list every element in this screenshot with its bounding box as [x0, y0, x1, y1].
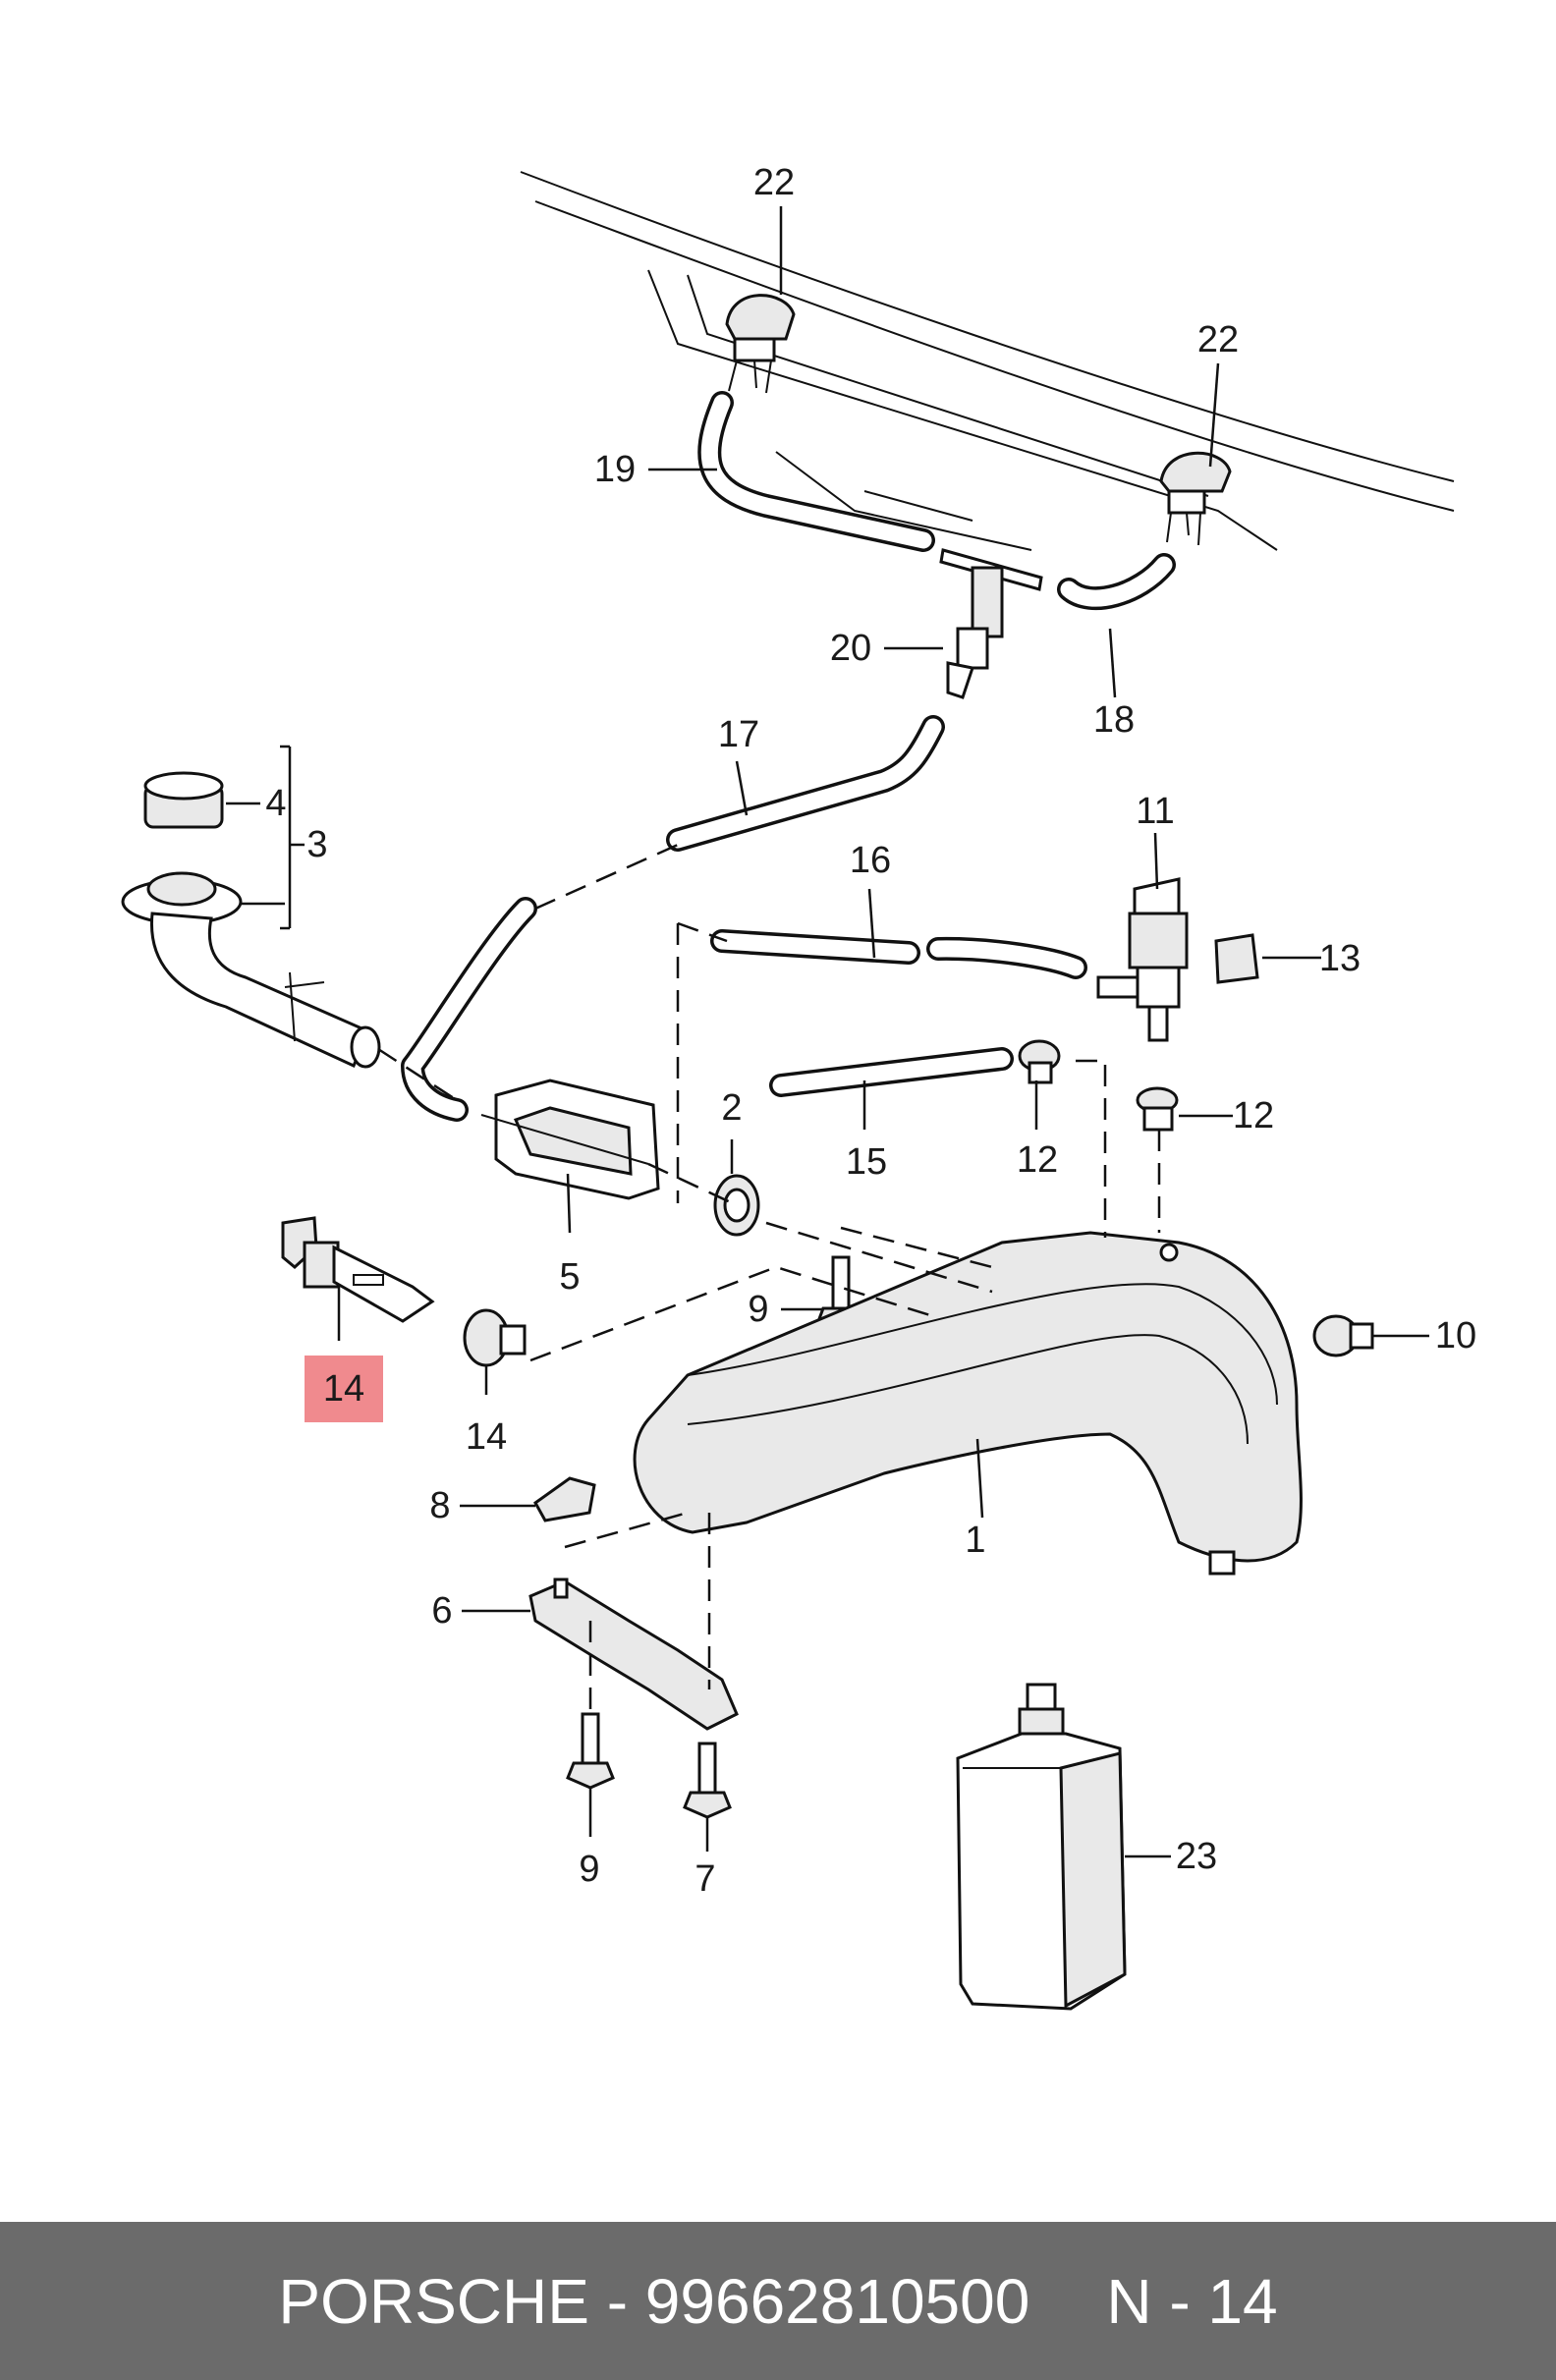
- callout-4: 4: [265, 783, 286, 824]
- bolt-7: [683, 1742, 732, 1819]
- highlight-box: [305, 1356, 383, 1422]
- callout-6: 6: [431, 1590, 452, 1632]
- callout-5: 5: [559, 1256, 580, 1298]
- washer-nozzle-left: [725, 294, 796, 394]
- callout-9-upper: 9: [748, 1289, 768, 1330]
- hose-feed: [401, 897, 537, 1122]
- callout-20: 19: [594, 449, 636, 490]
- bracket-6: [528, 1577, 739, 1731]
- callout-22-right: 22: [1197, 319, 1239, 360]
- hose-16: [769, 1047, 1014, 1097]
- callout-16: 15: [846, 1141, 887, 1183]
- footer-caption: PORSCHE - 99662810500 N - 14: [0, 2222, 1556, 2380]
- grommet-10: [1312, 1314, 1374, 1357]
- level-sensor-14: [281, 1216, 435, 1323]
- callout-7: 7: [695, 1858, 715, 1900]
- parts-diagram: 22 22 19 20 18 17 16 11 13 4 3 2 15 12 1…: [121, 162, 1476, 2011]
- washer-pump-11: [1096, 877, 1189, 1042]
- bolt-9-lower: [566, 1712, 615, 1790]
- callout-1: 1: [965, 1520, 985, 1561]
- callout-23: 23: [1176, 1836, 1217, 1877]
- callout-14: 14: [323, 1368, 364, 1410]
- footer-separator: -: [588, 2265, 645, 2337]
- footer-reference: N - 14: [1106, 2265, 1278, 2337]
- footer-bar: [0, 2222, 1556, 2380]
- callout-labels: 22 22 19 20 18 17 16 11 13 4 3 2 15 12 1…: [265, 162, 1476, 1900]
- footer-brand: PORSCHE: [278, 2265, 589, 2337]
- callout-10: 10: [1435, 1315, 1476, 1356]
- hose-19: [1057, 553, 1176, 610]
- callout-2: 2: [721, 1087, 742, 1129]
- grommet-15: [463, 1308, 527, 1367]
- grommet-12-a: [1018, 1039, 1061, 1084]
- callout-17: 16: [850, 840, 891, 881]
- t-connector-21: [939, 548, 1043, 699]
- body-outline: [520, 171, 1455, 551]
- callout-12-upper: 12: [1017, 1139, 1058, 1181]
- callout-15: 14: [466, 1416, 507, 1458]
- bracket-5: [480, 1079, 660, 1200]
- callout-8: 8: [429, 1485, 450, 1526]
- callout-18: 17: [718, 714, 759, 755]
- hose-17: [710, 929, 1087, 979]
- callout-9-lower: 9: [579, 1849, 599, 1890]
- filler-neck-3: [121, 871, 381, 1069]
- washer-nozzle-right: [1159, 451, 1232, 546]
- callout-21: 20: [830, 628, 871, 669]
- callout-22-left: 22: [753, 162, 795, 203]
- leader-lines: [226, 206, 1429, 1858]
- filler-cap-4: [143, 771, 224, 829]
- fluid-bottle-23: [956, 1683, 1127, 2011]
- assembly-lines: [377, 843, 1161, 1714]
- grommet-12-b: [1136, 1086, 1179, 1132]
- callout-3: 3: [306, 824, 327, 865]
- clip-13: [1214, 933, 1259, 984]
- grommet-2: [713, 1174, 760, 1237]
- reservoir-1: [633, 1231, 1303, 1576]
- hose-20: [697, 391, 935, 552]
- callout-12-lower: 12: [1233, 1095, 1274, 1136]
- callout-11: 11: [1136, 791, 1174, 832]
- callout-19: 18: [1093, 699, 1135, 741]
- clip-8: [533, 1476, 596, 1522]
- callout-13: 13: [1319, 938, 1361, 979]
- footer-part-number: 99662810500: [644, 2265, 1030, 2337]
- hose-18: [666, 715, 945, 852]
